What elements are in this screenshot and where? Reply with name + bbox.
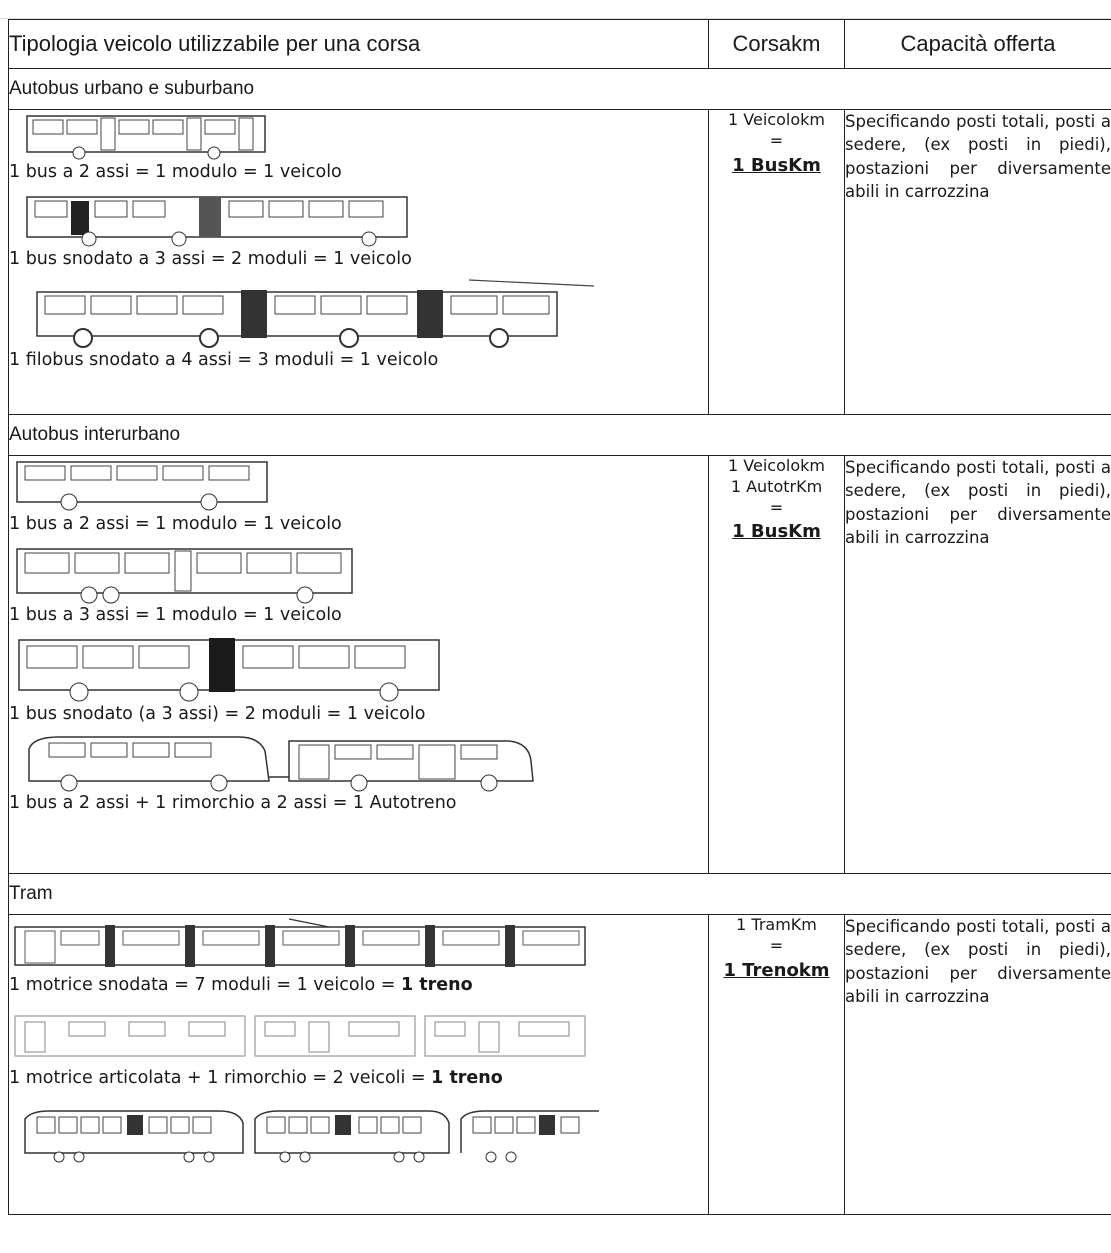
vehicle-caption: 1 motrice articolata + 1 rimorchio = 2 v… [9, 1068, 708, 1089]
corsakm-cell: 1 TramKm = 1 Trenokm [708, 914, 845, 1215]
vehicle-table: Tipologia veicolo utilizzabile per una c… [8, 19, 1111, 1215]
vehicle-caption: 1 filobus snodato a 4 assi = 3 moduli = … [9, 350, 439, 370]
section-row-interurban: Autobus interurbano [8, 414, 1111, 456]
section-title: Autobus interurbano [8, 414, 1111, 456]
vehicle-caption: 1 bus a 3 assi = 1 modulo = 1 veicolo [9, 605, 342, 625]
corsakm-line: = [769, 130, 784, 150]
corsakm-line: 1 Veicolokm [728, 456, 825, 475]
vehicle-caption: 1 bus a 2 assi + 1 rimorchio a 2 assi = … [9, 793, 457, 813]
coach-3-axle-drawing [16, 548, 353, 604]
corsakm-cell: 1 Veicolokm = 1 BusKm [708, 109, 845, 415]
articulated-bus-drawing [26, 196, 408, 247]
vehicle-list: 1 bus a 2 assi = 1 modulo = 1 veicolo 1 … [8, 109, 709, 415]
section-body-tram: 1 motrice snodata = 7 moduli = 1 veicolo… [8, 914, 1111, 1215]
corsakm-line: 1 Veicolokm [728, 110, 825, 129]
tram-with-trailer-drawing [14, 1015, 586, 1057]
section-title: Autobus urbano e suburbano [8, 68, 1111, 110]
caption-emphasis: 1 treno [400, 975, 473, 995]
corsakm-line: = [769, 935, 784, 955]
vehicle-caption: 1 bus snodato a 3 assi = 2 moduli = 1 ve… [9, 249, 412, 269]
section-body-interurban: 1 bus a 2 assi = 1 modulo = 1 veicolo 1 … [8, 455, 1111, 874]
vehicle-list: 1 bus a 2 assi = 1 modulo = 1 veicolo 1 … [8, 455, 709, 874]
header-capacity: Capacità offerta [844, 19, 1111, 69]
section-title: Tram [8, 873, 1111, 915]
caption-text: 1 motrice articolata + 1 rimorchio = 2 v… [9, 1068, 432, 1088]
corsakm-cell: 1 Veicolokm 1 AutotrKm = 1 BusKm [708, 455, 845, 874]
vehicle-caption: 1 motrice snodata = 7 moduli = 1 veicolo… [9, 975, 708, 996]
trolleybus-drawing [36, 279, 595, 348]
bus-2-axle-drawing [26, 115, 266, 160]
capacity-cell: Specificando posti totali, posti a seder… [844, 109, 1111, 415]
header-row: Tipologia veicolo utilizzabile per una c… [8, 19, 1111, 69]
caption-text: 1 motrice snodata = 7 moduli = 1 veicolo… [9, 975, 401, 995]
vehicle-list: 1 motrice snodata = 7 moduli = 1 veicolo… [8, 914, 709, 1215]
section-row-tram: Tram [8, 873, 1111, 915]
section-row-urban: Autobus urbano e suburbano [8, 68, 1111, 110]
articulated-coach-drawing [18, 638, 440, 702]
header-vehicle-type: Tipologia veicolo utilizzabile per una c… [8, 19, 709, 69]
corsakm-unit: 1 BusKm [732, 521, 821, 543]
corsakm-line: = [769, 497, 784, 517]
capacity-cell: Specificando posti totali, posti a seder… [844, 914, 1111, 1215]
bus-with-trailer-drawing [28, 736, 534, 792]
articulated-tram-drawing [14, 918, 586, 967]
corsakm-line: 1 TramKm [736, 915, 817, 934]
corsakm-line: 1 AutotrKm [730, 476, 823, 496]
caption-emphasis: 1 treno [431, 1068, 503, 1088]
page-top-strip [0, 0, 1111, 19]
corsakm-unit: 1 BusKm [732, 154, 821, 176]
vehicle-caption: 1 bus a 2 assi = 1 modulo = 1 veicolo [9, 514, 342, 534]
header-corsakm: Corsakm [708, 19, 845, 69]
vehicle-caption: 1 bus snodato (a 3 assi) = 2 moduli = 1 … [9, 704, 426, 724]
tram-convoy-drawing [24, 1110, 599, 1163]
section-body-urban: 1 bus a 2 assi = 1 modulo = 1 veicolo 1 … [8, 109, 1111, 415]
coach-2-axle-drawing [16, 461, 268, 511]
vehicle-caption: 1 bus a 2 assi = 1 modulo = 1 veicolo [9, 162, 342, 182]
corsakm-unit: 1 Trenokm [723, 959, 830, 981]
capacity-cell: Specificando posti totali, posti a seder… [844, 455, 1111, 874]
